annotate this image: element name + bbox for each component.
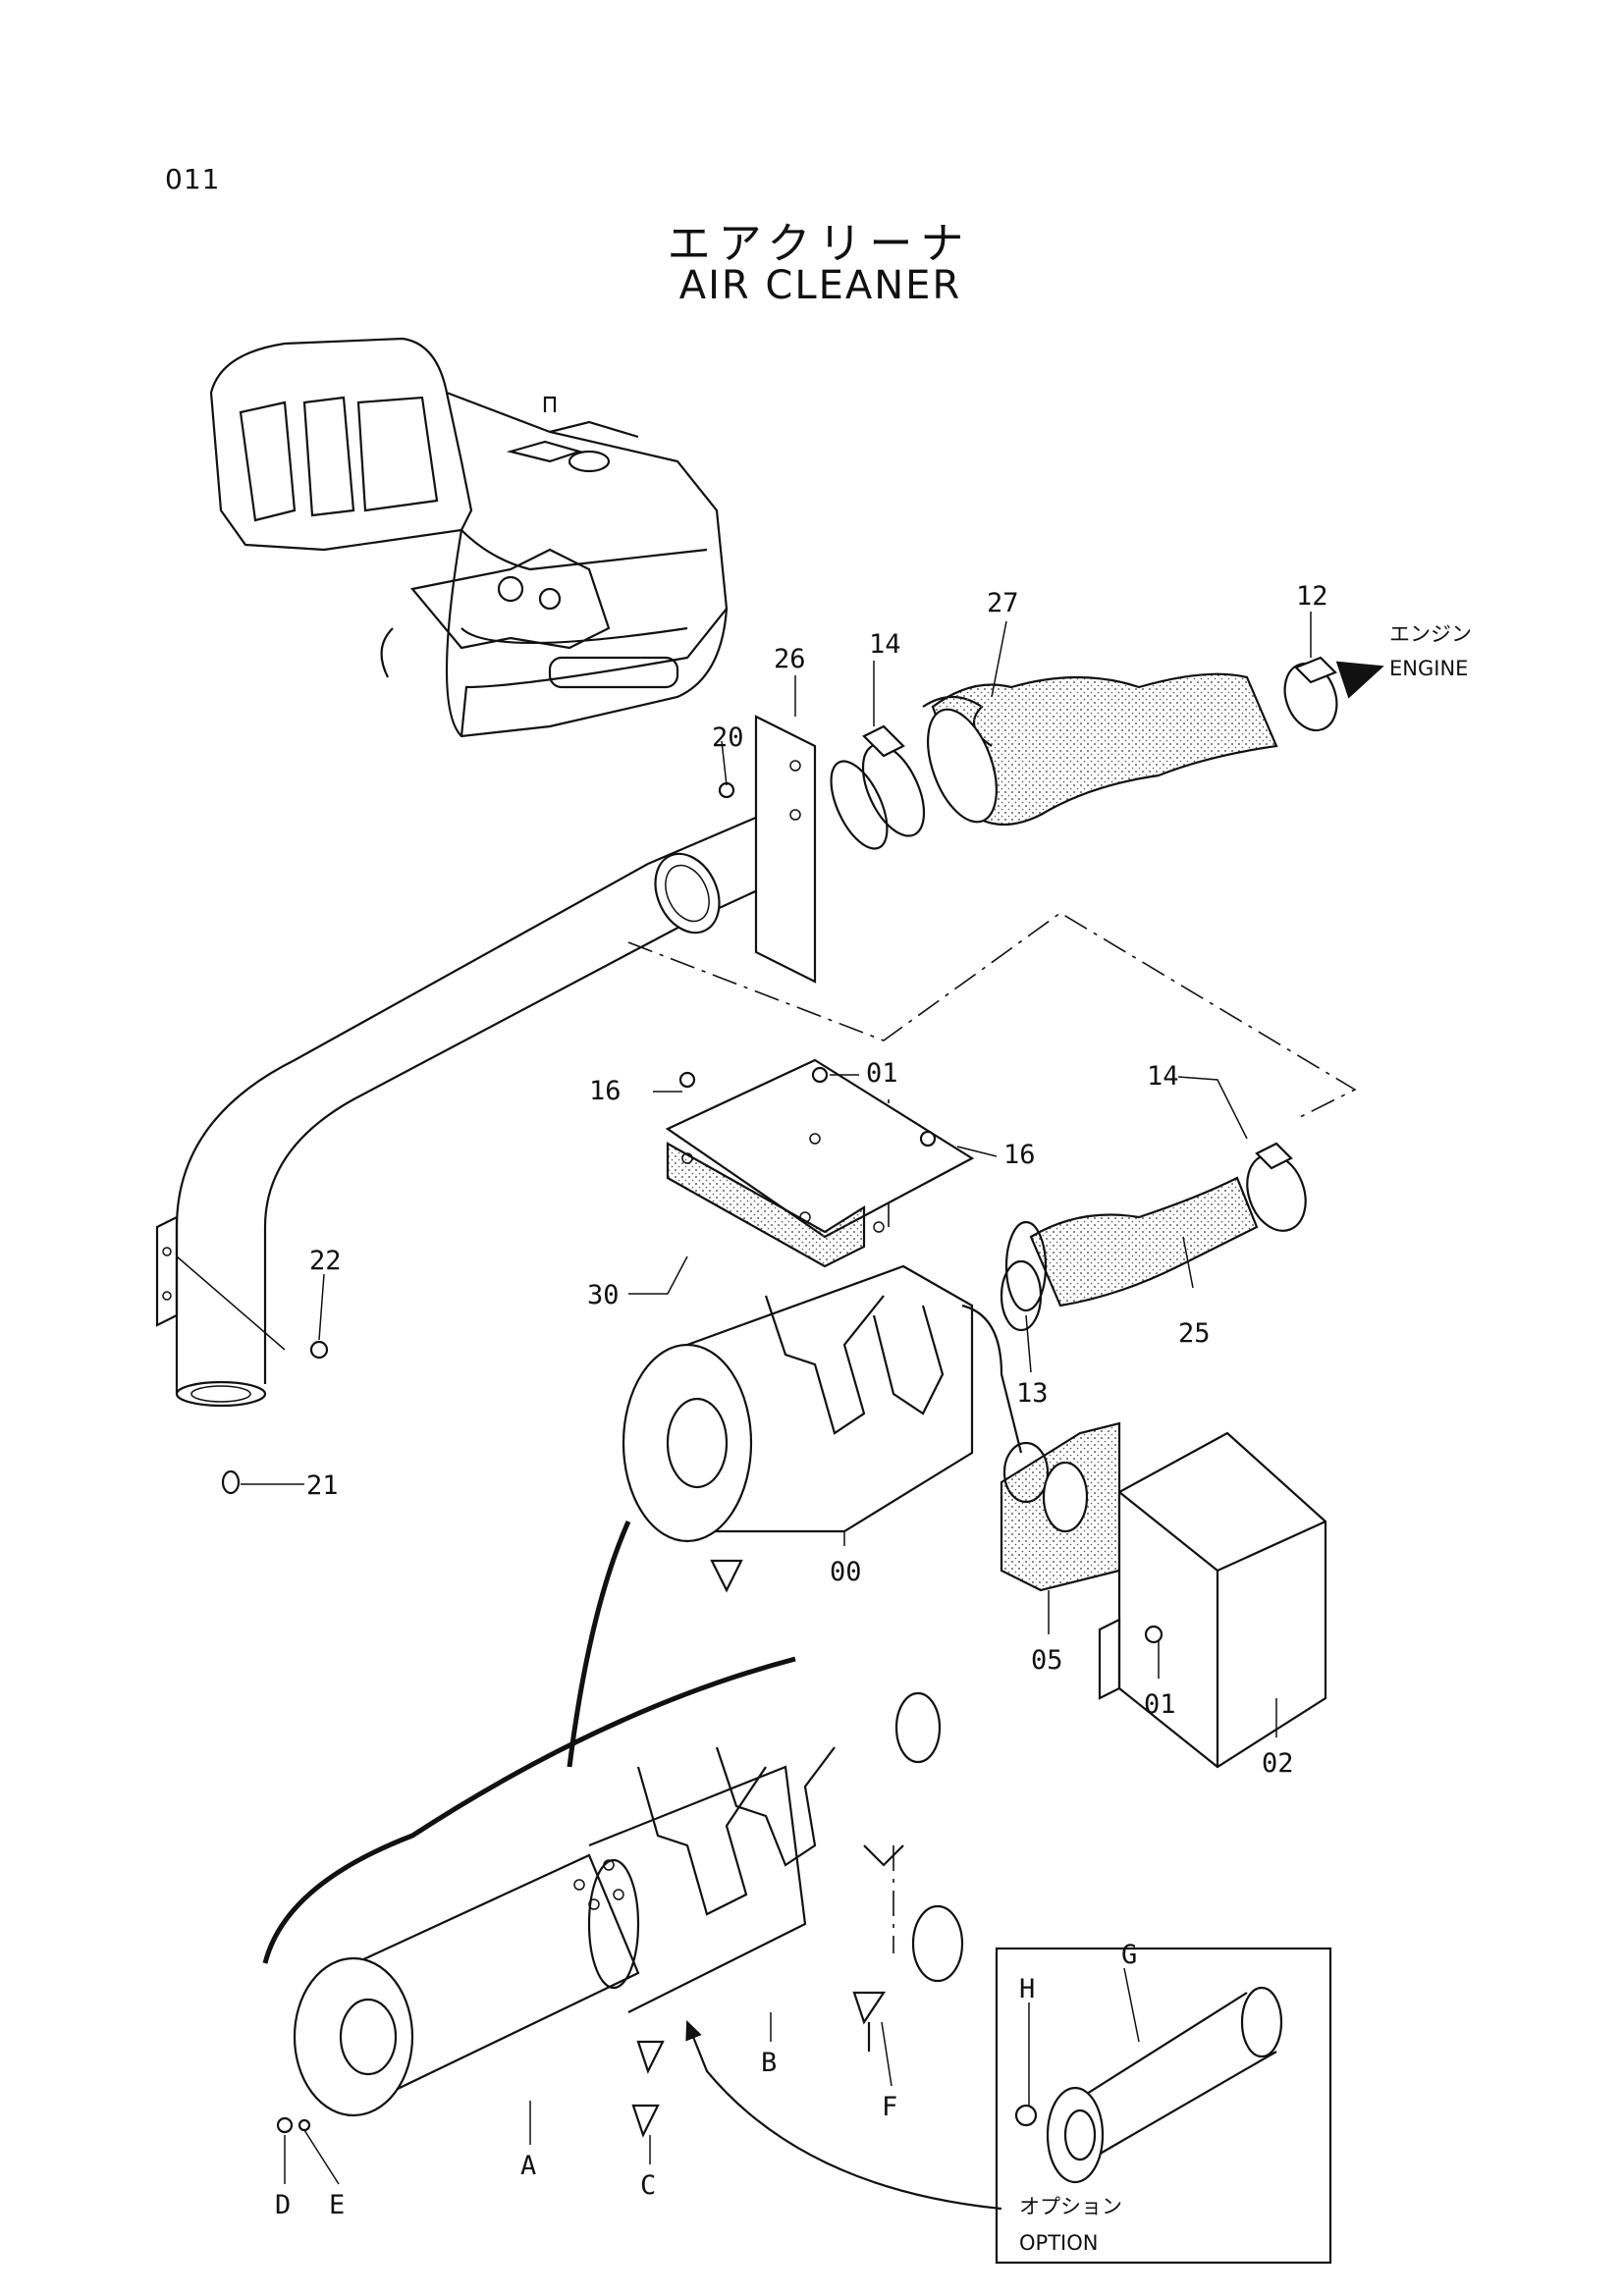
callout-B: B — [761, 2048, 777, 2078]
leader-lines — [176, 612, 1312, 2185]
option-label-jp: オプション — [1019, 2195, 1122, 2218]
title-japanese: エアクリーナ — [667, 219, 972, 269]
callout-13: 13 — [1016, 1378, 1049, 1409]
option-label-en: OPTION — [1019, 2231, 1098, 2255]
callout-30: 30 — [587, 1280, 620, 1310]
callout-G: G — [1121, 1940, 1137, 1970]
callout-20: 20 — [712, 722, 744, 753]
callout-01-bottom: 01 — [1144, 1689, 1176, 1720]
callout-16-left: 16 — [589, 1076, 622, 1106]
option-box — [995, 1947, 1332, 2265]
page-number: 011 — [165, 163, 221, 195]
callout-25: 25 — [1178, 1318, 1211, 1349]
callout-D: D — [275, 2190, 291, 2220]
engine-label-en: ENGINE — [1389, 657, 1468, 680]
callout-26: 26 — [774, 644, 806, 674]
callout-H: H — [1019, 1974, 1035, 2004]
callout-12: 12 — [1296, 581, 1328, 612]
title-english: AIR CLEANER — [678, 263, 962, 308]
callout-00: 00 — [830, 1557, 862, 1587]
callout-A: A — [520, 2151, 536, 2181]
callout-16-right: 16 — [1003, 1140, 1036, 1170]
callout-14-right: 14 — [1147, 1061, 1179, 1092]
engine-arrow — [1335, 661, 1384, 699]
callout-01-top: 01 — [866, 1058, 898, 1089]
callout-E: E — [329, 2190, 345, 2220]
option-arrow — [685, 2019, 1002, 2211]
callout-05: 05 — [1031, 1645, 1063, 1676]
detail-frame — [262, 1656, 796, 1964]
intake-assembly — [155, 656, 1338, 1408]
callout-C: C — [640, 2170, 656, 2201]
engine-label-jp: エンジン — [1389, 622, 1472, 646]
callout-labels: 26 14 27 12 エンジン ENGINE 20 16 01 16 14 3… — [275, 581, 1472, 2255]
callout-02: 02 — [1262, 1748, 1294, 1779]
excavator-overview — [209, 337, 729, 738]
exploded-detail — [276, 1691, 964, 2138]
callout-F: F — [882, 2092, 897, 2122]
callout-21: 21 — [306, 1470, 339, 1501]
callout-22: 22 — [309, 1246, 342, 1276]
callout-14-top: 14 — [869, 629, 901, 660]
callout-27: 27 — [987, 588, 1019, 618]
detail-separator — [567, 1520, 631, 1768]
air-cleaner-main — [221, 781, 1327, 1769]
